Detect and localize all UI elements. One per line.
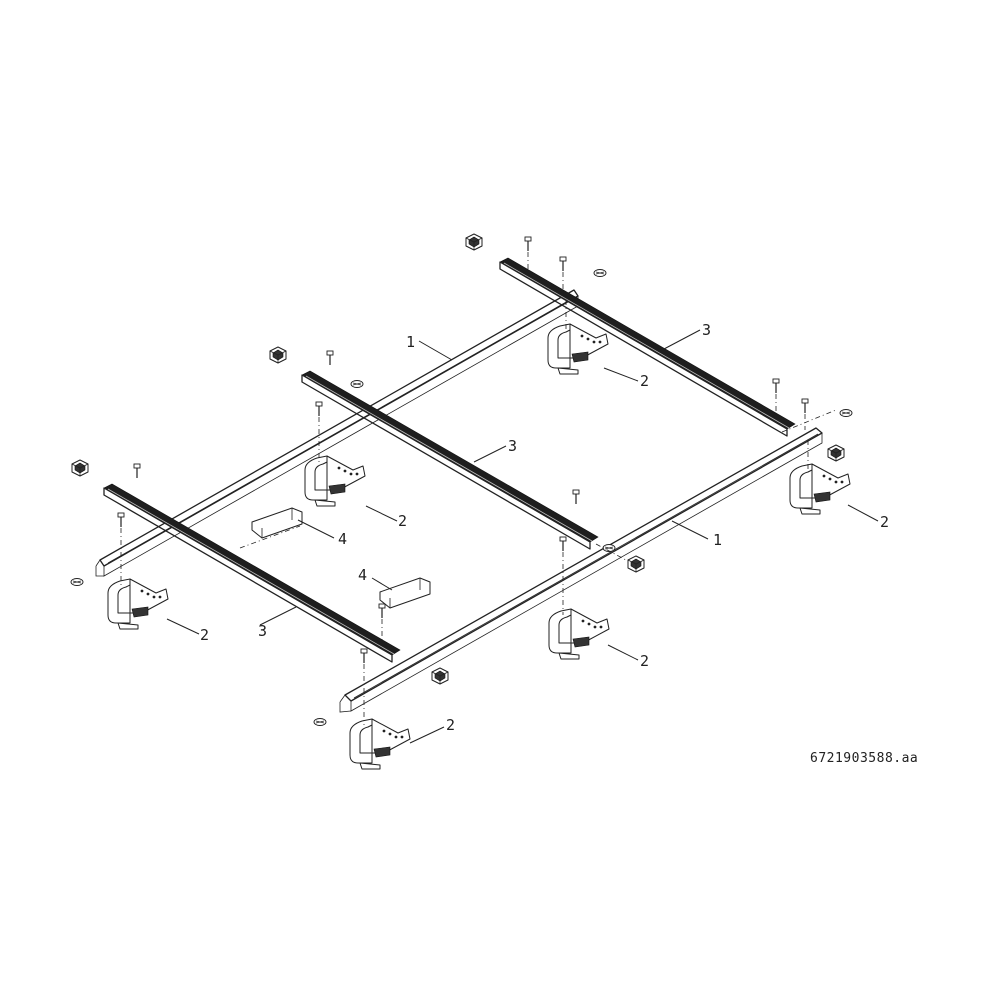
callout-profile-right: 3 [702,321,711,339]
bolt-10 [117,512,125,528]
nut-6 [602,544,616,552]
roof-hook-left [107,578,169,630]
callout-hook-top: 2 [640,372,649,390]
callout-hook-center-low: 2 [640,652,649,670]
nut-3 [350,380,364,388]
callout-profile-middle: 3 [508,437,517,455]
profile-right [499,257,796,437]
end-clamp-1 [465,233,483,251]
profile-middle [301,370,599,550]
bolt-7 [572,489,580,505]
bolt-4 [801,398,809,414]
nut-2 [839,409,853,417]
bolt-1 [524,236,532,252]
connector-lower [379,577,431,609]
callout-hook-bottom: 2 [446,716,455,734]
end-clamp-3 [71,459,89,477]
end-clamp-6 [431,667,449,685]
callout-hook-middle: 2 [398,512,407,530]
nut-4 [70,578,84,586]
end-clamp-5 [627,555,645,573]
roof-hook-bottom [349,718,411,770]
bolt-5 [326,350,334,366]
roof-hook-right [789,463,851,515]
nut-1 [593,269,607,277]
callout-profile-left: 3 [258,622,267,640]
callout-hook-right: 2 [880,513,889,531]
bolt-11 [378,603,386,619]
bolt-2 [559,256,567,272]
rail-lower [339,427,823,713]
bolt-8 [559,536,567,552]
profile-left [103,483,401,663]
leader-lines [166,329,879,744]
nut-5 [313,718,327,726]
bolt-9 [133,463,141,479]
callout-rail-lower: 1 [713,531,722,549]
roof-hook-middle [304,455,366,507]
callout-hook-left: 2 [200,626,209,644]
callout-connector-upper: 4 [338,530,347,548]
bolt-6 [315,401,323,417]
end-clamp-4 [827,444,845,462]
callout-connector-lower: 4 [358,566,367,584]
rail-upper [95,289,579,577]
end-clamp-2 [269,346,287,364]
connector-upper [251,507,303,539]
roof-hook-top [547,323,609,375]
bolt-3 [772,378,780,394]
bolt-12 [360,648,368,664]
drawing-code: 6721903588.aa [810,751,918,766]
roof-hook-center-low [548,608,610,660]
assembly-axes [120,252,837,725]
callout-rail-upper: 1 [406,333,415,351]
